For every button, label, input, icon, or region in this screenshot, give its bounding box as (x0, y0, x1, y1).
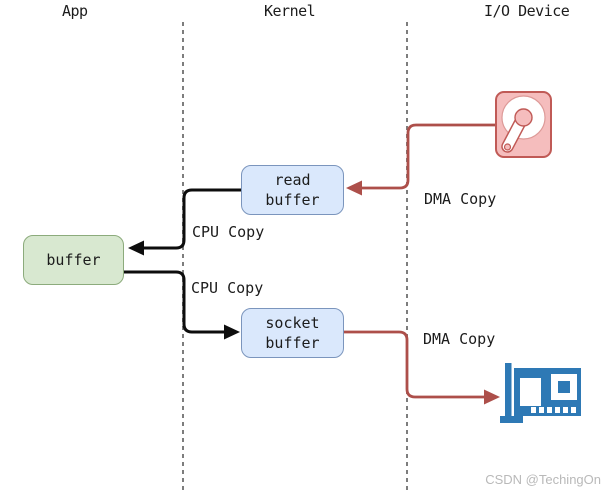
separator-kernel-io (406, 22, 408, 491)
arrowhead-cpu-in (128, 240, 144, 256)
watermark: CSDN @TechingOn (485, 472, 601, 487)
separator-app-kernel (182, 22, 184, 491)
column-header-io-device: I/O Device (484, 2, 570, 20)
label-dma-copy-in: DMA Copy (424, 190, 497, 208)
column-header-app: App (62, 2, 88, 20)
node-socket-buffer: socket buffer (241, 308, 344, 358)
edge-dma-disk-to-read-buffer (361, 123, 497, 190)
label-dma-copy-out: DMA Copy (423, 330, 496, 348)
label-cpu-copy-in: CPU Copy (192, 223, 265, 241)
arrowhead-cpu-out (224, 324, 240, 340)
node-app-buffer: buffer (23, 235, 124, 285)
label-cpu-copy-out: CPU Copy (191, 279, 264, 297)
hard-disk-icon (495, 91, 552, 158)
network-card-icon (500, 363, 581, 423)
arrowhead-dma-in (346, 180, 362, 196)
column-header-kernel: Kernel (264, 2, 316, 20)
node-read-buffer: read buffer (241, 165, 344, 215)
